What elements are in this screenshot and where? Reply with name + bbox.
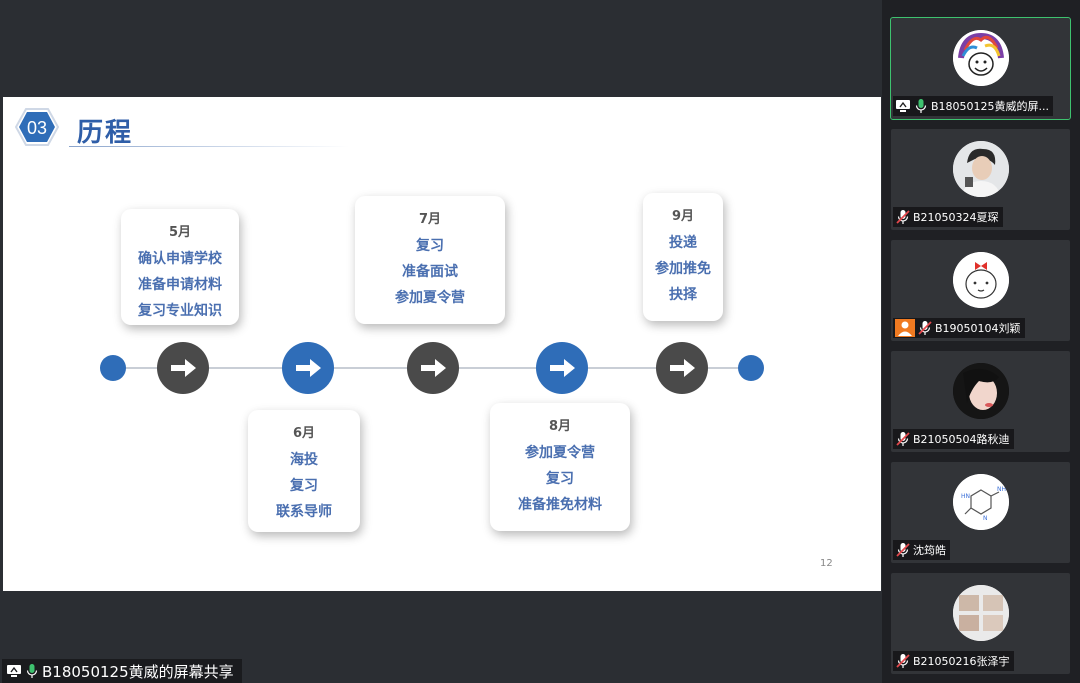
cartoon-avatar-icon: [953, 30, 1009, 86]
section-number-badge: 03: [15, 108, 59, 146]
card-line: 复习专业知识: [138, 303, 222, 319]
card-line: 投递: [669, 235, 697, 251]
screen-share-icon: [7, 665, 21, 677]
participant-name-bar: B21050324夏琛: [893, 207, 1003, 227]
mic-on-icon: [915, 99, 927, 113]
avatar: HN NH N: [953, 474, 1009, 530]
participant-name: B18050125黄威的屏...: [931, 100, 1050, 113]
timeline-start-dot: [100, 355, 126, 381]
timeline-card-jul: 7月 复习 准备面试 参加夏令营: [355, 196, 505, 324]
participant-name-bar: B21050504路秋迪: [893, 429, 1014, 449]
arrow-right-icon: [296, 359, 321, 377]
participant-tile[interactable]: B21050504路秋迪: [891, 351, 1070, 452]
title-underline: [69, 146, 349, 147]
slide-title: 历程: [77, 118, 134, 148]
mic-muted-icon: [896, 432, 910, 446]
participant-tile[interactable]: HN NH N 沈筠皓: [891, 462, 1070, 563]
participant-name-bar: B18050125黄威的屏...: [893, 96, 1054, 116]
photo-grid-avatar: [953, 585, 1009, 641]
timeline-node-jul: [407, 342, 459, 394]
participant-name-bar: B21050216张泽宇: [893, 651, 1014, 671]
card-line: 联系导师: [276, 504, 332, 520]
svg-text:N: N: [983, 515, 988, 522]
arrow-right-icon: [550, 359, 575, 377]
mic-on-icon: [26, 664, 38, 678]
svg-text:NH: NH: [997, 486, 1006, 493]
screen-share-icon: [896, 100, 910, 112]
mic-muted-icon: [896, 654, 910, 668]
arrow-right-icon: [421, 359, 446, 377]
participant-tile[interactable]: B21050324夏琛: [891, 129, 1070, 230]
card-month: 6月: [292, 426, 316, 441]
card-month: 8月: [548, 419, 572, 434]
card-month: 7月: [418, 212, 442, 227]
timeline-node-aug: [536, 342, 588, 394]
participant-tile[interactable]: B19050104刘颖: [891, 240, 1070, 341]
participant-name: 沈筠皓: [913, 544, 946, 557]
participant-name: B19050104刘颖: [935, 322, 1021, 335]
avatar: [953, 585, 1009, 641]
mic-muted-icon: [918, 321, 932, 335]
person-photo-avatar: [953, 141, 1009, 197]
timeline-node-jun: [282, 342, 334, 394]
timeline-card-may: 5月 确认申请学校 准备申请材料 复习专业知识: [121, 209, 239, 325]
mic-muted-icon: [896, 210, 910, 224]
slide-page-number: 12: [820, 558, 833, 569]
participant-name: B21050504路秋迪: [913, 433, 1010, 446]
arrow-right-icon: [670, 359, 695, 377]
card-line: 准备面试: [402, 264, 458, 280]
participant-tile[interactable]: B21050216张泽宇: [891, 573, 1070, 674]
card-line: 复习: [546, 471, 574, 487]
card-line: 复习: [416, 238, 444, 254]
card-line: 抉择: [669, 287, 697, 303]
screen-share-label[interactable]: B18050125黄威的屏幕共享: [2, 659, 242, 683]
timeline-end-dot: [738, 355, 764, 381]
timeline-node-may: [157, 342, 209, 394]
timeline: [100, 342, 764, 394]
section-number: 03: [27, 118, 47, 138]
card-line: 参加夏令营: [525, 445, 595, 461]
card-line: 准备推免材料: [518, 497, 602, 513]
presentation-slide: 03 历程: [3, 97, 881, 591]
participant-name-bar: B19050104刘颖: [893, 318, 1025, 338]
avatar: [953, 363, 1009, 419]
avatar: [953, 252, 1009, 308]
mic-muted-icon: [896, 543, 910, 557]
participants-panel: B18050125黄威的屏... B21050324夏琛: [882, 0, 1080, 683]
molecule-avatar: HN NH N: [953, 474, 1009, 530]
participant-name-bar: 沈筠皓: [893, 540, 950, 560]
timeline-card-jun: 6月 海投 复习 联系导师: [248, 410, 360, 532]
timeline-card-sep: 9月 投递 参加推免 抉择: [643, 193, 723, 321]
svg-text:HN: HN: [961, 493, 970, 500]
avatar: [953, 141, 1009, 197]
screen-share-area: 03 历程: [2, 97, 881, 683]
timeline-card-aug: 8月 参加夏令营 复习 准备推免材料: [490, 403, 630, 531]
arrow-right-icon: [171, 359, 196, 377]
screen-share-label-text: B18050125黄威的屏幕共享: [42, 662, 234, 681]
cartoon-girl-avatar: [953, 252, 1009, 308]
card-line: 准备申请材料: [138, 277, 222, 293]
card-line: 确认申请学校: [138, 251, 222, 267]
card-line: 参加夏令营: [395, 290, 465, 306]
card-line: 参加推免: [655, 261, 711, 277]
participant-name: B21050324夏琛: [913, 211, 999, 224]
card-month: 9月: [671, 209, 695, 224]
person-icon: [895, 319, 915, 337]
participant-tile[interactable]: B18050125黄威的屏...: [890, 17, 1071, 120]
card-line: 海投: [290, 452, 318, 468]
participant-name: B21050216张泽宇: [913, 655, 1010, 668]
person-photo-avatar: [953, 363, 1009, 419]
timeline-node-sep: [656, 342, 708, 394]
card-month: 5月: [168, 225, 192, 240]
avatar: [953, 30, 1009, 86]
card-line: 复习: [290, 478, 318, 494]
